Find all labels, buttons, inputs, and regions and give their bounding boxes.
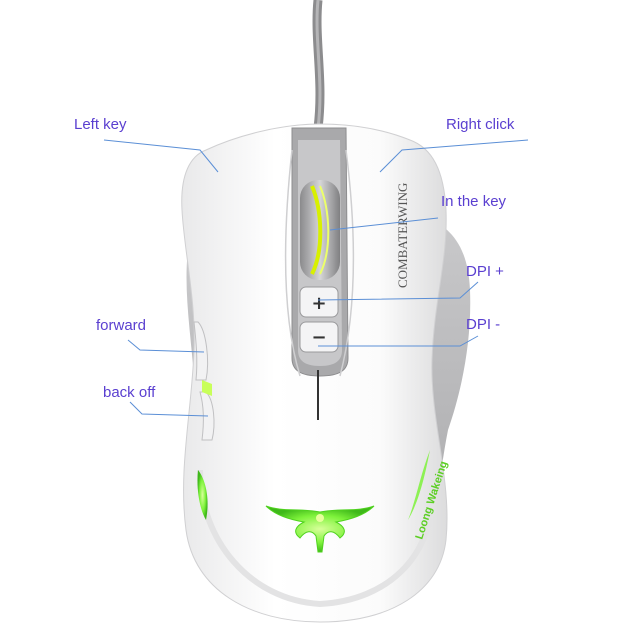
eagle-logo-icon <box>265 505 375 553</box>
scroll-wheel[interactable] <box>300 180 340 280</box>
leader-lines <box>103 139 529 417</box>
leader-dpi-minus <box>318 335 479 347</box>
leader-back-off <box>129 401 209 417</box>
brand-text: COMBATERWING <box>395 183 410 288</box>
right-glow <box>408 450 430 520</box>
forward-button[interactable] <box>193 321 209 381</box>
dpi-plus-symbol: + <box>311 293 326 314</box>
label-forward: forward <box>96 317 147 334</box>
leader-left-key <box>103 139 219 173</box>
leader-forward <box>127 339 205 353</box>
label-in-the-key: In the key <box>441 193 507 210</box>
label-back-off: back off <box>103 384 156 401</box>
leader-right-click <box>379 139 529 173</box>
leader-in-the-key <box>329 217 439 231</box>
left-glow <box>197 470 208 520</box>
dpi-minus-button[interactable]: − <box>299 321 339 353</box>
label-dpi-plus: DPI + <box>466 263 504 280</box>
leader-dpi-plus <box>317 281 479 301</box>
dpi-plus-button[interactable]: + <box>299 286 339 318</box>
side-glow-strip <box>202 380 212 396</box>
label-right-click: Right click <box>446 116 515 133</box>
label-left-key: Left key <box>74 116 127 133</box>
label-dpi-minus: DPI - <box>466 316 501 333</box>
dpi-minus-symbol: − <box>311 327 326 348</box>
